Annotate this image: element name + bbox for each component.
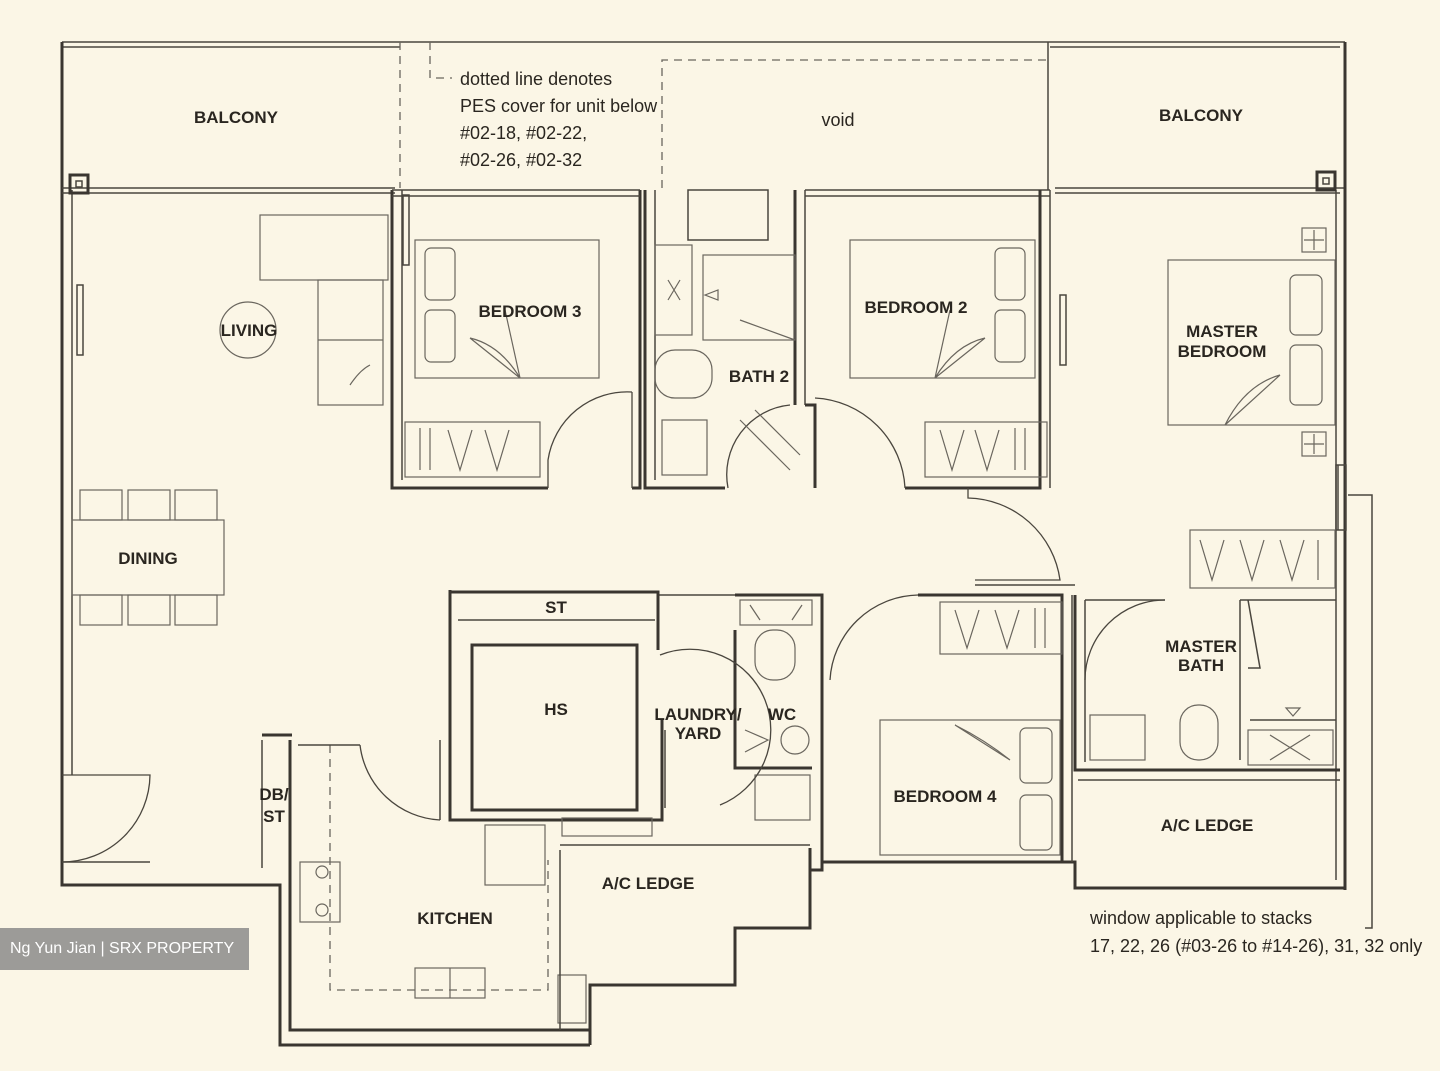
label-master-bath-2: BATH xyxy=(1178,656,1224,675)
hallway-doors xyxy=(967,488,1075,586)
label-hs: HS xyxy=(544,700,568,719)
label-bedroom-3: BEDROOM 3 xyxy=(479,302,582,321)
label-bath-2: BATH 2 xyxy=(729,367,789,386)
bedroom-4-walls xyxy=(820,593,1073,862)
label-master-bedroom-1: MASTER xyxy=(1186,322,1258,341)
bedroom-2-walls xyxy=(805,189,1067,490)
label-ac-ledge-right: A/C LEDGE xyxy=(1161,816,1254,835)
annotation-notes: dotted line denotes PES cover for unit b… xyxy=(460,69,1422,956)
note-pes-line-4: #02-26, #02-32 xyxy=(460,150,582,170)
label-laundry-1: LAUNDRY/ xyxy=(654,705,741,724)
note-pes-line-1: dotted line denotes xyxy=(460,69,612,89)
label-bedroom-2: BEDROOM 2 xyxy=(865,298,968,317)
label-ac-ledge-mid: A/C LEDGE xyxy=(602,874,695,893)
wc-laundry-walls xyxy=(658,593,824,848)
label-wc: WC xyxy=(768,705,796,724)
pes-dotted-lines xyxy=(329,42,1048,991)
label-kitchen: KITCHEN xyxy=(417,909,493,928)
note-window-line-2: 17, 22, 26 (#03-26 to #14-26), 31, 32 on… xyxy=(1090,936,1422,956)
label-db-st-1: DB/ xyxy=(259,785,289,804)
bedroom-3-walls xyxy=(390,189,642,490)
note-window-line-1: window applicable to stacks xyxy=(1089,908,1312,928)
label-void: void xyxy=(821,110,854,130)
outer-walls xyxy=(60,41,1347,1047)
label-balcony-left: BALCONY xyxy=(194,108,279,127)
watermark-badge: Ng Yun Jian | SRX PROPERTY xyxy=(0,928,249,970)
label-master-bedroom-2: BEDROOM xyxy=(1178,342,1267,361)
db-st-walls xyxy=(261,733,292,868)
living-dining-furniture xyxy=(61,214,389,863)
master-bath-walls xyxy=(1073,595,1340,781)
window-pointer-line xyxy=(1348,494,1373,929)
room-labels: BALCONY BALCONY void LIVING DINING BEDRO… xyxy=(118,106,1266,928)
label-laundry-2: YARD xyxy=(675,724,722,743)
label-st: ST xyxy=(545,598,567,617)
label-bedroom-4: BEDROOM 4 xyxy=(894,787,998,806)
label-living: LIVING xyxy=(221,321,278,340)
note-pes-line-3: #02-18, #02-22, xyxy=(460,123,587,143)
label-dining: DINING xyxy=(118,549,178,568)
bath-2-walls xyxy=(643,189,806,490)
label-db-st-2: ST xyxy=(263,807,285,826)
st-hs-walls xyxy=(448,590,664,837)
note-pes-line-2: PES cover for unit below xyxy=(460,96,658,116)
label-balcony-right: BALCONY xyxy=(1159,106,1244,125)
kitchen-walls xyxy=(288,740,810,1032)
master-bedroom-walls xyxy=(1167,227,1347,589)
label-master-bath-1: MASTER xyxy=(1165,637,1237,656)
